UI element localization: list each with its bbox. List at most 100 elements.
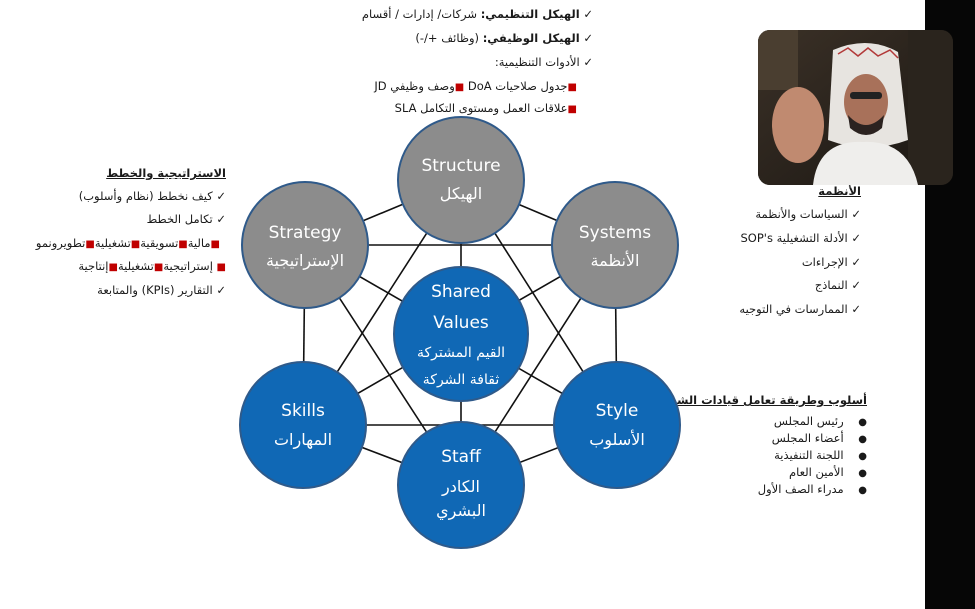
systems-label-ar: الأنظمة: [591, 250, 640, 270]
style-item: ● مدراء الصف الأول: [758, 482, 867, 498]
style-item-text: اللجنة التنفيذية: [774, 448, 844, 462]
systems-panel-title: الأنظمة: [818, 184, 861, 198]
top-line-4-b: وصف وظيفي JD: [374, 79, 455, 93]
left-item-4: ■ إستراتيجية■تشغيلية■إنتاجية: [78, 259, 226, 275]
systems-item-text: الممارسات في التوجيه: [739, 302, 848, 316]
left-item-1-text: كيف نخطط (نظام وأسلوب): [78, 189, 213, 203]
top-line-1: ✓ الهيكل التنظيمي: شركات/ إدارات / أقسام: [362, 7, 593, 21]
red-square-icon: ■: [108, 262, 118, 273]
staff-label-ar-1: الكادر: [441, 477, 480, 497]
strategy-circle: [241, 181, 369, 309]
top-line-3-text: الأدوات التنظيمية:: [494, 55, 580, 69]
structure-label-ar: الهيكل: [440, 184, 482, 204]
systems-item-text: الإجراءات: [801, 255, 848, 269]
style-item: ● الأمين العام: [789, 465, 867, 481]
left-item-3-b: تسويقية: [140, 236, 179, 250]
shared-values-label-ar-1: القيم المشتركة: [417, 345, 505, 361]
style-circle: [553, 361, 681, 489]
left-item-4-a: إستراتيجية: [163, 259, 213, 273]
red-square-icon: ■: [216, 262, 226, 273]
style-item: ● اللجنة التنفيذية: [774, 448, 867, 464]
left-item-2-text: تكامل الخطط: [146, 212, 213, 226]
bullet-icon: ●: [858, 417, 867, 428]
systems-item: ✓ الإجراءات: [802, 255, 861, 269]
top-line-2: ✓ الهيكل الوظيفي: (وظائف +/-): [415, 31, 593, 45]
top-line-2-rest: (وظائف +/-): [415, 31, 480, 45]
systems-item: ✓ الأدلة التشغيلية SOP's: [741, 231, 862, 245]
check-icon: ✓: [216, 189, 226, 203]
bullet-icon: ●: [858, 434, 867, 445]
shared-values-label-ar-2: ثقافة الشركة: [423, 372, 500, 388]
top-line-3: ✓ الأدوات التنظيمية:: [495, 55, 593, 69]
check-icon: ✓: [851, 255, 861, 269]
check-icon: ✓: [583, 7, 593, 21]
check-icon: ✓: [851, 231, 861, 245]
systems-circle: [551, 181, 679, 309]
bullet-icon: ●: [858, 468, 867, 479]
top-line-1-rest: شركات/ إدارات / أقسام: [361, 7, 478, 21]
left-panel-title: الاستراتيجية والخطط: [106, 166, 226, 180]
left-item-3: ■مالية■تسويقية■تشغيلية■تطويرونمو: [36, 236, 220, 252]
left-item-1: ✓ كيف نخطط (نظام وأسلوب): [79, 189, 226, 203]
systems-item-text: السياسات والأنظمة: [755, 207, 848, 221]
left-item-2: ✓ تكامل الخطط: [147, 212, 226, 226]
check-icon: ✓: [583, 31, 593, 45]
red-square-icon: ■: [130, 239, 141, 250]
systems-item: ✓ النماذج: [815, 278, 861, 292]
left-item-3-d: تطويرونمو: [35, 236, 86, 250]
left-item-5: ✓ التقارير (KPIs) والمتابعة: [97, 283, 226, 297]
shared-values-label-en-2: Values: [433, 313, 489, 333]
skills-circle: [239, 361, 367, 489]
left-item-3-c: تشغيلية: [94, 236, 131, 250]
red-square-icon: ■: [210, 239, 220, 250]
top-line-4: ■جدول صلاحيات DoA ■وصف وظيفي JD: [374, 79, 577, 95]
left-item-3-a: مالية: [187, 236, 211, 250]
style-label-en: Style: [596, 401, 639, 421]
red-square-icon: ■: [454, 82, 465, 93]
red-square-icon: ■: [85, 239, 95, 250]
left-item-4-b: تشغيلية: [117, 259, 154, 273]
systems-item: ✓ السياسات والأنظمة: [755, 207, 861, 221]
red-square-icon: ■: [153, 262, 164, 273]
systems-item: ✓ الممارسات في التوجيه: [739, 302, 861, 316]
style-item: ● رئيس المجلس: [774, 414, 867, 430]
top-line-2-bold: الهيكل الوظيفي:: [482, 31, 580, 45]
check-icon: ✓: [216, 212, 226, 226]
style-panel-title: أسلوب وطريقة تعامل قيادات الشركة: [656, 393, 867, 407]
check-icon: ✓: [583, 55, 593, 69]
staff-circle: [397, 421, 525, 549]
strategy-label-en: Strategy: [269, 223, 342, 243]
shared-values-label-en-1: Shared: [431, 282, 491, 302]
staff-label-en: Staff: [441, 447, 482, 467]
style-label-ar: الأسلوب: [589, 429, 645, 450]
check-icon: ✓: [851, 302, 861, 316]
red-square-icon: ■: [567, 82, 577, 93]
check-icon: ✓: [851, 278, 861, 292]
staff-label-ar-2: البشري: [436, 501, 486, 521]
systems-item-text: الأدلة التشغيلية SOP's: [740, 231, 848, 245]
red-square-icon: ■: [567, 104, 577, 115]
structure-label-en: Structure: [421, 156, 500, 176]
structure-circle: [397, 116, 525, 244]
left-item-4-c: إنتاجية: [78, 259, 109, 273]
style-item-text: الأمين العام: [788, 465, 844, 479]
skills-label-ar: المهارات: [274, 430, 332, 450]
shared-values-circle: [393, 266, 529, 402]
top-line-5: ■علاقات العمل ومستوى التكامل SLA: [395, 101, 577, 117]
check-icon: ✓: [851, 207, 861, 221]
top-line-5-text: علاقات العمل ومستوى التكامل SLA: [394, 101, 568, 115]
presenter-video-frame: [758, 30, 953, 185]
style-item-text: رئيس المجلس: [773, 414, 844, 428]
top-line-4-a: جدول صلاحيات DoA: [467, 79, 568, 93]
style-item: ● أعضاء المجلس: [772, 431, 867, 447]
bullet-icon: ●: [858, 485, 867, 496]
style-item-text: مدراء الصف الأول: [757, 482, 844, 496]
left-item-5-text: التقارير (KPIs) والمتابعة: [97, 283, 213, 297]
style-item-text: أعضاء المجلس: [771, 431, 844, 445]
top-line-1-bold: الهيكل التنظيمي:: [480, 7, 580, 21]
check-icon: ✓: [216, 283, 226, 297]
bullet-icon: ●: [858, 451, 867, 462]
systems-item-text: النماذج: [814, 278, 848, 292]
skills-label-en: Skills: [281, 401, 325, 421]
